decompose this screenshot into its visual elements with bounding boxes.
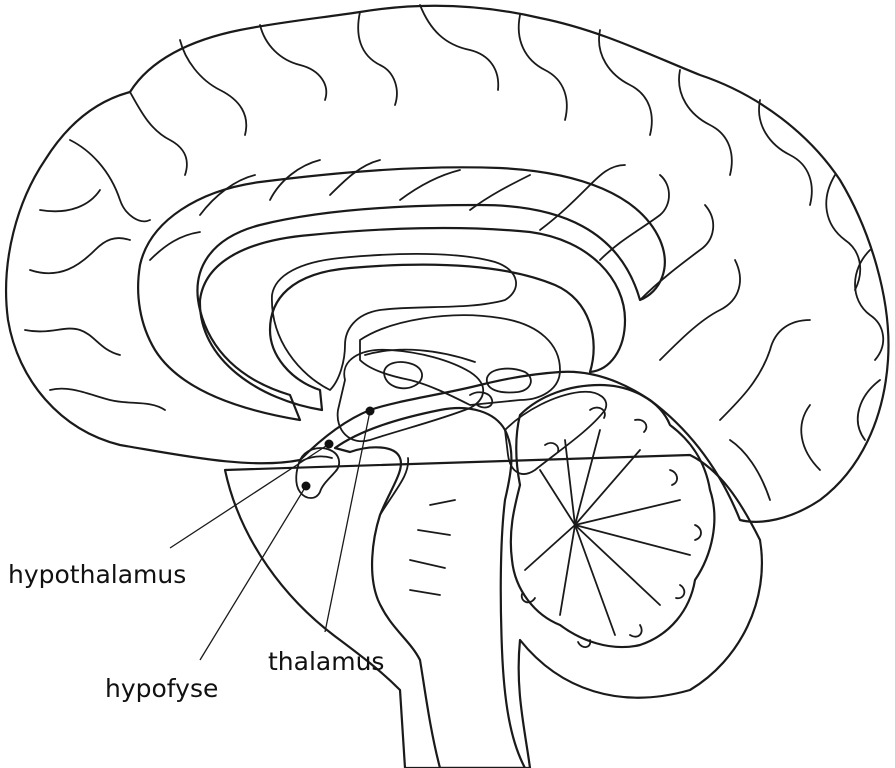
thalamus-label: thalamus	[268, 647, 384, 676]
hypofyse-dot	[301, 481, 311, 491]
pons-fibers	[409, 499, 456, 596]
cortex-sulci	[24, 4, 884, 501]
corpus-callosum	[198, 226, 627, 412]
pineal-area	[486, 367, 532, 394]
hypothalamus-leader	[169, 443, 330, 549]
third-ventricle	[359, 314, 561, 406]
cerebellum-folia	[520, 406, 702, 648]
hypothalamus-dot	[324, 439, 334, 449]
lateral-ventricle	[271, 253, 517, 391]
cerebellum	[509, 383, 716, 649]
hypothalamus-label: hypothalamus	[8, 560, 186, 589]
massa-intermedia	[383, 361, 423, 390]
hypothalamus-stalk	[295, 447, 341, 499]
fornix-line	[364, 348, 476, 363]
posterior-commissure	[469, 391, 494, 409]
hypofyse-leader	[199, 485, 307, 661]
hypofyse-label: hypofyse	[105, 674, 218, 703]
cerebrum	[5, 4, 890, 523]
pons-line	[379, 457, 409, 516]
lower-brain-region	[223, 453, 763, 768]
fourth-ventricle	[504, 390, 608, 475]
thalamus-region	[336, 348, 485, 443]
thalamus-leader	[324, 410, 371, 633]
thalamus-dot	[365, 406, 375, 416]
cingulate-gyrus	[137, 166, 666, 422]
